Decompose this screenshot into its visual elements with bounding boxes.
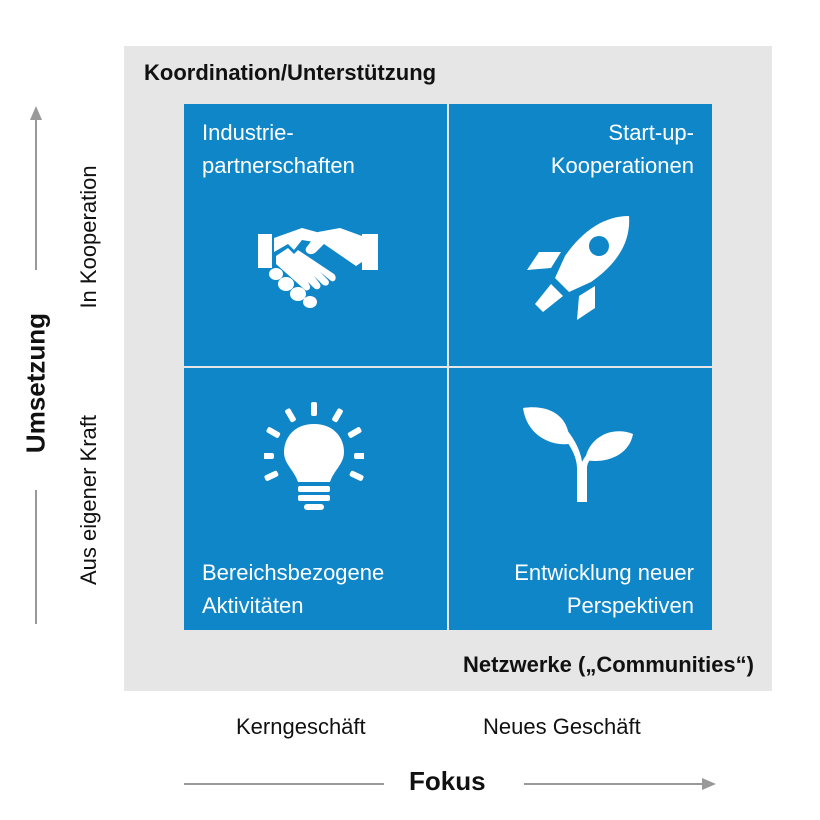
y-axis-title: Umsetzung — [20, 312, 51, 454]
quadrant-label-line: partnerschaften — [202, 153, 355, 178]
quadrant-label-line: Bereichsbezogene — [202, 560, 385, 585]
y-axis-arrowhead — [30, 106, 42, 120]
quadrant-department-activities: Bereichsbezogene Aktivitäten — [184, 368, 447, 630]
y-axis-bottom-label: Aus eigener Kraft — [76, 415, 101, 585]
quadrant-label-line: Start-up- — [608, 120, 694, 145]
quadrant-label: Industrie- partnerschaften — [202, 116, 355, 182]
quadrant-new-perspectives: Entwicklung neuer Perspektiven — [449, 368, 712, 630]
quadrant-label: Bereichsbezogene Aktivitäten — [202, 556, 384, 622]
quadrant-startup-cooperations: Start-up- Kooperationen — [449, 104, 712, 366]
frame-bottom-label: Netzwerke („Communities“) — [463, 652, 754, 677]
rocket-icon — [527, 216, 630, 320]
y-axis-top-label: In Kooperation — [76, 165, 101, 309]
x-axis-right-label: Neues Geschäft — [483, 714, 641, 739]
x-axis-title: Fokus — [409, 766, 486, 796]
quadrant-label-line: Aktivitäten — [202, 593, 304, 618]
quadrant-label-line: Perspektiven — [566, 593, 694, 618]
quadrant-label-line: Kooperationen — [550, 153, 694, 178]
quadrant-industry-partnerships: Industrie- partnerschaften — [184, 104, 447, 366]
quadrant-label: Entwicklung neuer Perspektiven — [514, 556, 694, 622]
quadrant-label: Start-up- Kooperationen — [551, 116, 694, 182]
sprout-icon — [523, 407, 633, 502]
quadrant-label-line: Entwicklung neuer — [514, 560, 694, 585]
quadrant-label-line: Industrie- — [202, 120, 294, 145]
x-axis-arrowhead — [702, 778, 716, 790]
x-axis-left-label: Kerngeschäft — [236, 714, 366, 739]
frame-top-label: Koordination/Unterstützung — [144, 60, 437, 85]
lightbulb-icon — [264, 402, 364, 510]
handshake-icon — [258, 228, 378, 308]
